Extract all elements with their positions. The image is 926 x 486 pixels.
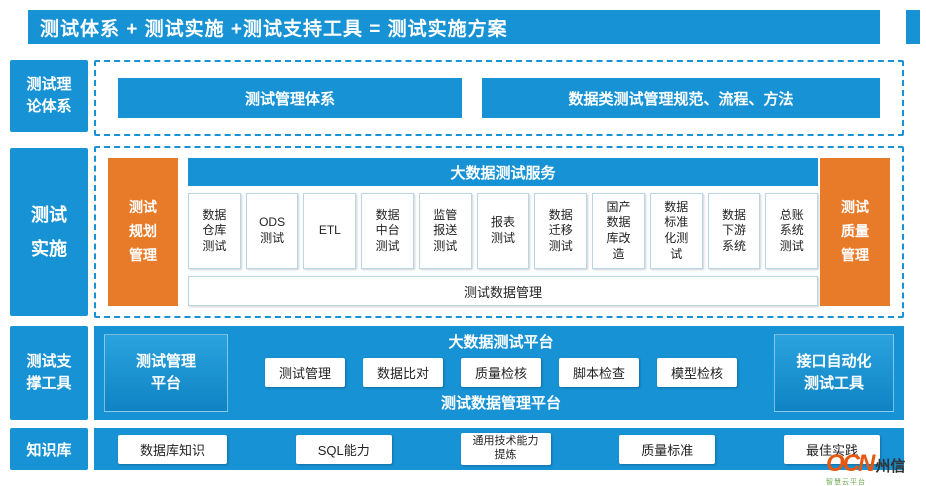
service-box: 数据 仓库 测试 xyxy=(188,193,241,269)
vendor-watermark: OCN 州信 智慧云平台 xyxy=(826,452,926,486)
data-test-standards-box: 数据类测试管理规范、流程、方法 xyxy=(482,78,880,118)
vendor-caption: 智慧云平台 xyxy=(826,479,866,486)
test-management-platform-box: 测试管理 平台 xyxy=(104,334,228,412)
platform-tool: 脚本检查 xyxy=(559,357,640,387)
service-box: ODS 测试 xyxy=(245,193,299,269)
service-box-list: 数据 仓库 测试 ODS 测试 ETL 数据 中台 测试 监管 报送 测试 报表… xyxy=(188,193,819,269)
service-box: 数据 迁移 测试 xyxy=(534,193,588,269)
service-box: 数据 标准 化测 试 xyxy=(649,193,703,269)
tools-row: 测试管理 平台 大数据测试平台 测试管理 数据比对 质量检核 脚本检查 模型检核… xyxy=(94,326,904,420)
sidebar-item-implementation: 测试 实施 xyxy=(10,148,88,316)
platform-tool: 测试管理 xyxy=(264,357,345,387)
sidebar-item-tools: 测试支 撑工具 xyxy=(10,326,88,420)
bigdata-test-platform-header: 大数据测试平台 xyxy=(448,334,554,351)
service-box: 总账 系统 测试 xyxy=(765,193,819,269)
bigdata-test-services-header: 大数据测试服务 xyxy=(188,158,818,186)
vendor-name: 州信 xyxy=(875,458,906,475)
platform-tool-list: 测试管理 数据比对 质量检核 脚本检查 模型检核 xyxy=(264,357,738,387)
page-title: 测试体系 + 测试实施 +测试支持工具 = 测试实施方案 xyxy=(28,10,880,44)
implementation-row: 测试 规划 管理 大数据测试服务 数据 仓库 测试 ODS 测试 ETL 数据 … xyxy=(94,146,904,318)
knowledge-item: 最佳实践 xyxy=(783,434,880,464)
test-data-management-platform-label: 测试数据管理平台 xyxy=(440,395,561,412)
service-box: 报表 测试 xyxy=(476,193,530,269)
service-box: 数据 中台 测试 xyxy=(361,193,414,269)
platform-tool: 模型检核 xyxy=(657,357,738,387)
knowledge-item: 质量标准 xyxy=(619,434,716,464)
platform-tool: 数据比对 xyxy=(362,357,443,387)
test-management-system-box: 测试管理体系 xyxy=(118,78,462,118)
knowledge-item: 数据库知识 xyxy=(118,434,228,464)
platform-tool: 质量检核 xyxy=(460,357,541,387)
test-quality-management-box: 测试 质量 管理 xyxy=(820,158,890,306)
service-box: 数据 下游 系统 xyxy=(707,193,761,269)
sidebar-item-knowledge: 知识库 xyxy=(10,428,88,470)
test-planning-management-box: 测试 规划 管理 xyxy=(108,158,178,306)
service-box: ETL xyxy=(303,193,357,269)
sidebar-item-theory: 测试理 论体系 xyxy=(10,60,88,132)
service-box: 国产 数据 库改 造 xyxy=(592,193,645,269)
api-automation-test-tool-box: 接口自动化 测试工具 xyxy=(774,334,894,412)
theory-row: 测试管理体系 数据类测试管理规范、流程、方法 xyxy=(94,60,904,136)
vendor-logo-icon: OCN xyxy=(826,452,875,477)
right-edge-decoration xyxy=(906,10,920,44)
knowledge-item: 通用技术能力 提炼 xyxy=(460,433,551,465)
test-data-management-bar: 测试数据管理 xyxy=(188,276,818,306)
service-box: 监管 报送 测试 xyxy=(418,193,472,269)
bigdata-test-services-panel: 大数据测试服务 数据 仓库 测试 ODS 测试 ETL 数据 中台 测试 监管 … xyxy=(188,158,819,306)
knowledge-item: SQL能力 xyxy=(295,434,392,464)
bigdata-test-platform-panel: 大数据测试平台 测试管理 数据比对 质量检核 脚本检查 模型检核 测试数据管理平… xyxy=(238,331,764,413)
knowledge-row: 数据库知识 SQL能力 通用技术能力 提炼 质量标准 最佳实践 xyxy=(94,428,904,470)
